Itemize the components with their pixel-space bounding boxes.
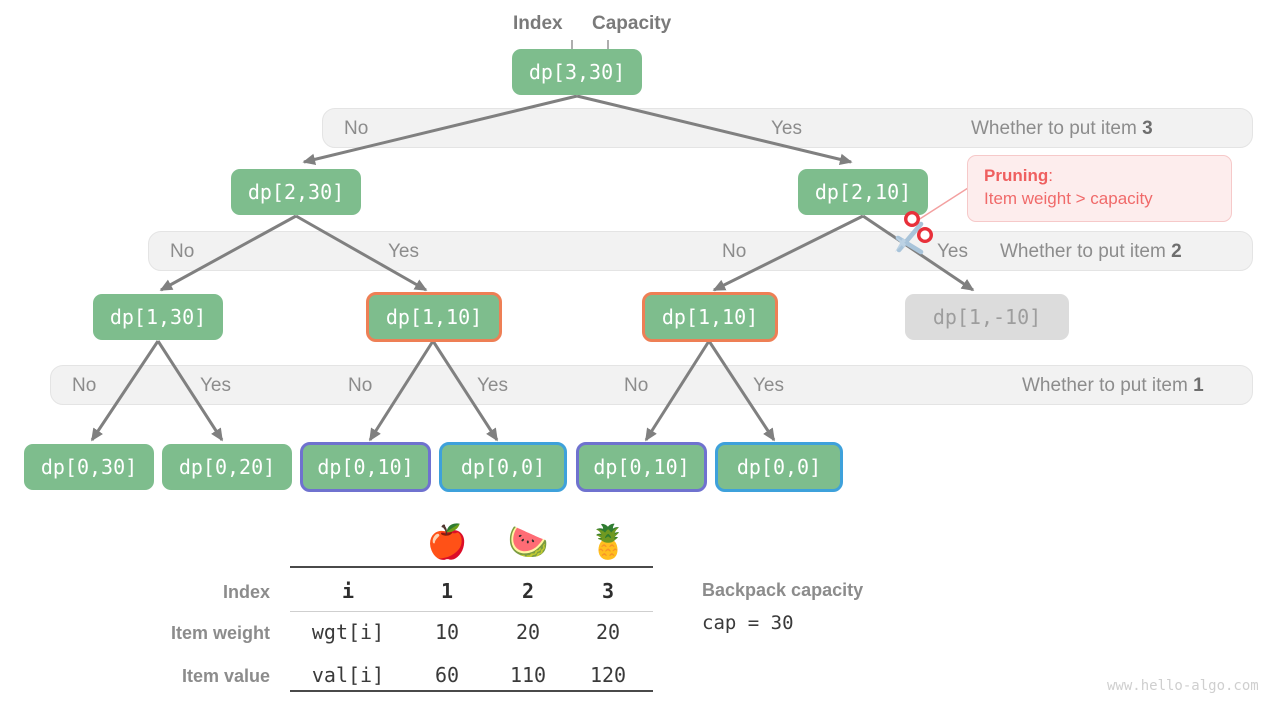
table-cell-key-wgt: wgt[i] <box>311 620 385 644</box>
fruit-icon-pineapple: 🍍 <box>587 523 629 560</box>
band1-label: Whether to put item 3 <box>971 119 1153 138</box>
tree-node-dp-2-30[interactable]: dp[2,30] <box>231 169 361 215</box>
tree-node-dp-3-30[interactable]: dp[3,30] <box>512 49 642 95</box>
table-rule-bottom <box>290 690 653 692</box>
band3-choice-yes-c: Yes <box>753 375 784 396</box>
pruning-colon: : <box>1048 166 1053 185</box>
tree-leaf-dp-0-10-b[interactable]: dp[0,10] <box>576 442 707 492</box>
band3-choice-yes-a: Yes <box>200 375 231 396</box>
backpack-capacity-value: cap = 30 <box>702 612 794 634</box>
table-cell-index-2: 2 <box>521 579 535 603</box>
band1-choice-yes: Yes <box>771 118 802 139</box>
table-cell-wgt-2: 20 <box>515 620 541 644</box>
band3-choice-no-b: No <box>348 375 373 396</box>
table-cell-val-2: 110 <box>509 663 547 687</box>
band2-choice-no-b: No <box>722 241 747 262</box>
band1-label-item: 3 <box>1142 118 1153 139</box>
table-cell-wgt-3: 20 <box>595 620 621 644</box>
tree-leaf-dp-0-20[interactable]: dp[0,20] <box>162 444 292 490</box>
table-rowlabel-index: Index <box>222 582 270 602</box>
tree-node-dp-1-30[interactable]: dp[1,30] <box>93 294 223 340</box>
caption-index: Index <box>513 13 563 34</box>
band2-choice-no-a: No <box>170 241 195 262</box>
band1-label-text: Whether to put item <box>971 118 1143 139</box>
band3-label: Whether to put item 1 <box>1022 376 1204 395</box>
table-cell-val-1: 60 <box>434 663 460 687</box>
table-cell-key-val: val[i] <box>311 663 385 687</box>
band3-choice-no-c: No <box>624 375 649 396</box>
fruit-icon-apple: 🍎 <box>426 523 468 560</box>
table-rowlabel-item-value: Item value <box>181 666 270 686</box>
table-rule-top <box>290 566 653 568</box>
tree-leaf-dp-0-0-a[interactable]: dp[0,0] <box>439 442 567 492</box>
tree-node-dp-1-10-right[interactable]: dp[1,10] <box>642 292 778 342</box>
tree-node-dp-2-10[interactable]: dp[2,10] <box>798 169 928 215</box>
band3-label-text: Whether to put item <box>1022 375 1194 396</box>
band3-label-item: 1 <box>1193 375 1204 396</box>
backpack-capacity-title: Backpack capacity <box>702 580 864 600</box>
table-rule-header <box>290 611 653 612</box>
band2-label: Whether to put item 2 <box>1000 242 1182 261</box>
tree-leaf-dp-0-30[interactable]: dp[0,30] <box>24 444 154 490</box>
tree-leaf-dp-0-10-a[interactable]: dp[0,10] <box>300 442 431 492</box>
backpack-capacity-note: Backpack capacity cap = 30 <box>702 580 863 634</box>
band3-choice-yes-b: Yes <box>477 375 508 396</box>
pruning-callout: Pruning: Item weight > capacity <box>967 155 1232 222</box>
table-cell-val-3: 120 <box>589 663 627 687</box>
table-rowlabel-item-weight: Item weight <box>170 623 270 643</box>
table-cell-wgt-1: 10 <box>434 620 460 644</box>
fruit-icon-watermelon: 🍉 <box>507 523 549 560</box>
decision-band-item1 <box>50 365 1253 405</box>
band2-label-item: 2 <box>1171 241 1182 262</box>
band2-choice-yes-b: Yes <box>937 241 968 262</box>
band2-choice-yes-a: Yes <box>388 241 419 262</box>
caption-capacity: Capacity <box>592 13 672 34</box>
table-cell-index-3: 3 <box>601 579 615 603</box>
pruning-title-row: Pruning: <box>984 165 1217 188</box>
table-cell-key-i: i <box>341 579 355 603</box>
table-cell-index-1: 1 <box>440 579 454 603</box>
band1-choice-no: No <box>344 118 369 139</box>
tree-node-dp-1-10-left[interactable]: dp[1,10] <box>366 292 502 342</box>
band3-choice-no-a: No <box>72 375 97 396</box>
pruning-reason: Item weight > capacity <box>984 188 1153 208</box>
band2-label-text: Whether to put item <box>1000 241 1172 262</box>
tree-node-dp-1-neg10-pruned: dp[1,-10] <box>905 294 1069 340</box>
tree-leaf-dp-0-0-b[interactable]: dp[0,0] <box>715 442 843 492</box>
watermark: www.hello-algo.com <box>1107 678 1259 694</box>
pruning-title: Pruning <box>984 166 1049 185</box>
decision-band-item3 <box>322 108 1253 148</box>
